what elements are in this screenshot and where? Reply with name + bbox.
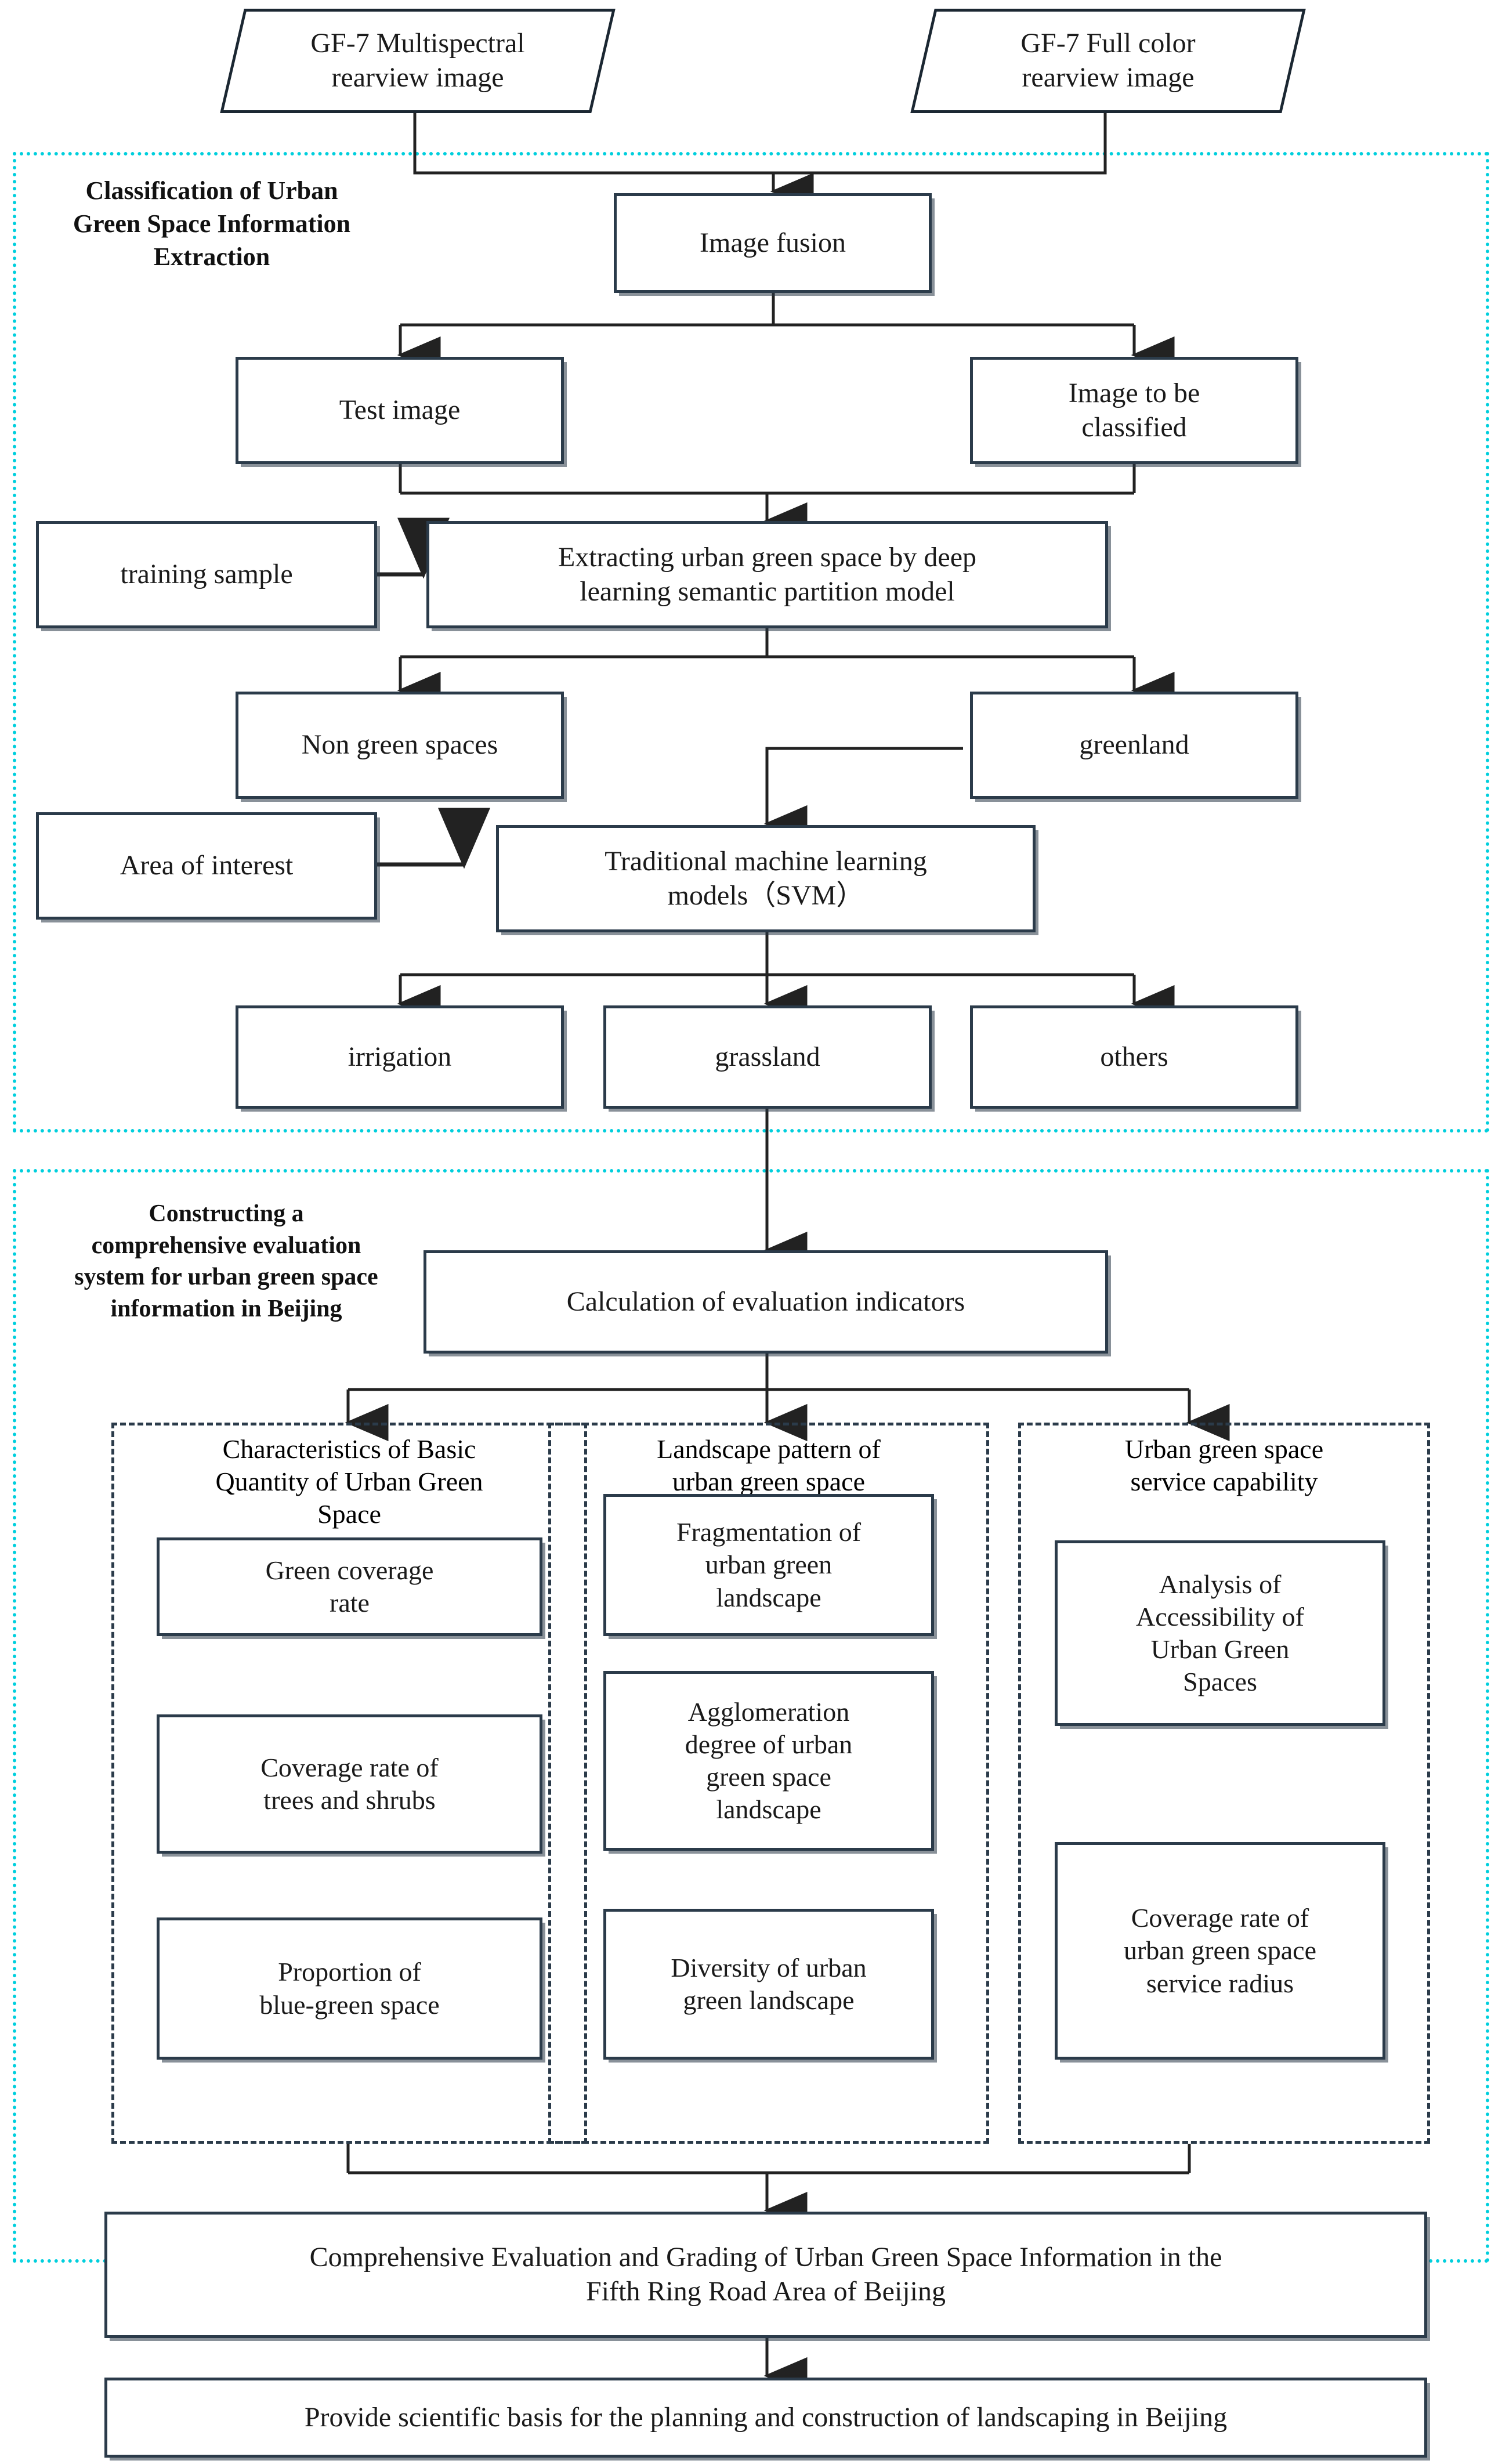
node-svm-model[interactable]: Traditional machine learning models（SVM） [496, 825, 1036, 932]
item-fragmentation-line1: Fragmentation of [676, 1517, 862, 1547]
node-comprehensive-line2: Fifth Ring Road Area of Beijing [586, 2276, 946, 2307]
item-diversity-line1: Diversity of urban [671, 1952, 867, 1982]
section-classification-label: Classification of Urban Green Space Info… [32, 174, 392, 274]
item-service-radius-line2: urban green space [1123, 1935, 1317, 1966]
input-fullcolor-label: GF-7 Full color rearview image [922, 27, 1294, 95]
node-extracting-line1: Extracting urban green space by deep [558, 541, 976, 573]
section1-label-line2: Green Space Information [73, 209, 351, 238]
section1-label-line1: Classification of Urban [85, 176, 338, 205]
item-diversity-urban-green-landscape[interactable]: Diversity of urban green landscape [603, 1909, 934, 2060]
group1-title-line2: Quantity of Urban Green [215, 1467, 483, 1497]
item-accessibility-line1: Analysis of [1159, 1569, 1282, 1599]
node-greenland-label: greenland [1079, 729, 1189, 761]
section1-label-line3: Extraction [153, 243, 270, 272]
node-others[interactable]: others [970, 1005, 1298, 1109]
node-image-fusion[interactable]: Image fusion [614, 193, 932, 293]
item-agglomeration-line3: green space [706, 1762, 831, 1792]
item-green-coverage-rate[interactable]: Green coverage rate [157, 1537, 542, 1636]
item-green-coverage-rate-line2: rate [330, 1588, 370, 1618]
item-trees-shrubs-line1: Coverage rate of [260, 1752, 439, 1782]
group-landscape-pattern-title: Landscape pattern of urban green space [560, 1433, 978, 1498]
node-training-sample[interactable]: training sample [36, 521, 377, 628]
item-accessibility-line3: Urban Green [1150, 1634, 1290, 1664]
node-non-green-spaces[interactable]: Non green spaces [236, 692, 564, 799]
group-service-capability-title: Urban green space service capability [1030, 1433, 1418, 1498]
section-classification-container [13, 152, 1489, 1133]
node-irrigation-label: irrigation [348, 1041, 452, 1072]
item-trees-shrubs-line2: trees and shrubs [263, 1785, 436, 1815]
input-multispectral-image[interactable]: GF-7 Multispectral rearview image [220, 9, 616, 113]
node-training-sample-label: training sample [120, 559, 293, 590]
section2-label-line1: Constructing a [149, 1200, 304, 1227]
item-fragmentation-line3: landscape [716, 1582, 821, 1612]
item-coverage-rate-trees-shrubs[interactable]: Coverage rate of trees and shrubs [157, 1714, 542, 1854]
item-agglomeration-line2: degree of urban [685, 1729, 853, 1759]
group-service-capability [1018, 1423, 1430, 2144]
node-image-to-be-classified-line1: Image to be [1068, 377, 1200, 408]
node-image-fusion-label: Image fusion [700, 227, 846, 258]
node-image-to-be-classified-line2: classified [1081, 411, 1187, 443]
node-extracting-line2: learning semantic partition model [580, 576, 955, 607]
item-agglomeration-degree[interactable]: Agglomeration degree of urban green spac… [603, 1671, 934, 1851]
node-provide-label: Provide scientific basis for the plannin… [304, 2401, 1228, 2433]
node-calculation-of-evaluation-indicators[interactable]: Calculation of evaluation indicators [424, 1250, 1108, 1354]
node-svm-line1: Traditional machine learning [605, 845, 927, 877]
item-fragmentation-urban-green-landscape[interactable]: Fragmentation of urban green landscape [603, 1494, 934, 1636]
input-fullcolor-image[interactable]: GF-7 Full color rearview image [910, 9, 1306, 113]
group2-title-line2: urban green space [672, 1467, 866, 1497]
section2-label-line4: information in Beijing [110, 1295, 342, 1322]
item-fragmentation-line2: urban green [705, 1550, 833, 1580]
input-fullcolor-line2: rearview image [1022, 62, 1195, 93]
group2-title-line1: Landscape pattern of [657, 1434, 881, 1464]
node-greenland[interactable]: greenland [970, 692, 1298, 799]
node-extracting-green-space[interactable]: Extracting urban green space by deep lea… [426, 521, 1108, 628]
group-landscape-pattern [548, 1423, 989, 2144]
item-diversity-line2: green landscape [683, 1985, 855, 2015]
item-accessibility-line2: Accessibility of [1136, 1601, 1304, 1631]
node-comprehensive-evaluation[interactable]: Comprehensive Evaluation and Grading of … [104, 2212, 1427, 2338]
group-basic-quantity [111, 1423, 587, 2144]
item-service-radius-coverage[interactable]: Coverage rate of urban green space servi… [1055, 1842, 1385, 2060]
item-accessibility-analysis[interactable]: Analysis of Accessibility of Urban Green… [1055, 1540, 1385, 1726]
node-grassland-label: grassland [715, 1041, 820, 1072]
item-service-radius-line1: Coverage rate of [1131, 1903, 1309, 1933]
item-proportion-blue-green-space[interactable]: Proportion of blue-green space [157, 1917, 542, 2060]
item-green-coverage-rate-line1: Green coverage [265, 1555, 434, 1585]
node-others-label: others [1100, 1041, 1168, 1072]
item-agglomeration-line1: Agglomeration [687, 1696, 850, 1727]
input-multispectral-line1: GF-7 Multispectral [310, 28, 525, 59]
node-non-green-spaces-label: Non green spaces [301, 729, 498, 761]
section2-label-line3: system for urban green space [74, 1264, 378, 1291]
node-area-of-interest[interactable]: Area of interest [36, 812, 377, 920]
node-test-image[interactable]: Test image [236, 357, 564, 464]
item-blue-green-line1: Proportion of [278, 1957, 421, 1987]
node-comprehensive-line1: Comprehensive Evaluation and Grading of … [309, 2242, 1222, 2273]
group1-title-line3: Space [317, 1499, 381, 1529]
node-provide-scientific-basis[interactable]: Provide scientific basis for the plannin… [104, 2378, 1427, 2458]
input-multispectral-label: GF-7 Multispectral rearview image [232, 27, 603, 95]
node-irrigation[interactable]: irrigation [236, 1005, 564, 1109]
item-service-radius-line3: service radius [1146, 1968, 1294, 1998]
group3-title-line2: service capability [1130, 1467, 1318, 1497]
item-blue-green-line2: blue-green space [259, 1989, 440, 2020]
node-calculation-label: Calculation of evaluation indicators [566, 1286, 965, 1317]
node-grassland[interactable]: grassland [603, 1005, 932, 1109]
group1-title-line1: Characteristics of Basic [222, 1434, 476, 1464]
node-svm-line2: models（SVM） [667, 880, 864, 911]
section2-label-line2: comprehensive evaluation [91, 1232, 361, 1259]
section-evaluation-label: Constructing a comprehensive evaluation … [23, 1198, 429, 1325]
node-image-to-be-classified[interactable]: Image to be classified [970, 357, 1298, 464]
item-accessibility-line4: Spaces [1183, 1667, 1257, 1697]
node-test-image-label: Test image [339, 395, 461, 426]
input-fullcolor-line1: GF-7 Full color [1020, 28, 1196, 59]
input-multispectral-line2: rearview image [331, 62, 504, 93]
group-basic-quantity-title: Characteristics of Basic Quantity of Urb… [123, 1433, 576, 1530]
item-agglomeration-line4: landscape [716, 1794, 821, 1825]
group3-title-line1: Urban green space [1124, 1434, 1324, 1464]
node-area-of-interest-label: Area of interest [120, 850, 294, 881]
